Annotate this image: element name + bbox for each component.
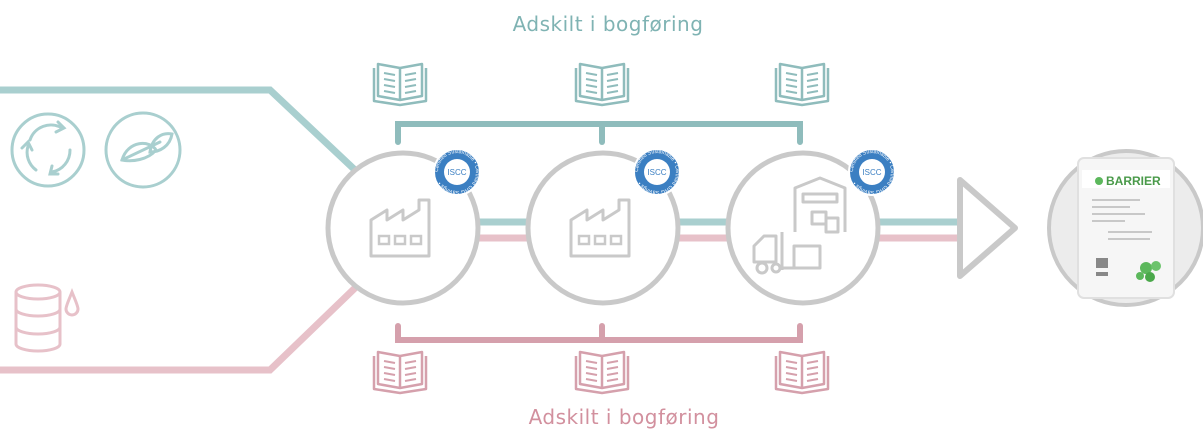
station-1-circle <box>325 150 481 306</box>
bottom-label: Adskilt i bogføring <box>528 405 720 429</box>
teal-input-line <box>0 86 359 174</box>
warehouse-forklift-icon <box>752 176 847 275</box>
recycle-icon <box>10 112 86 188</box>
station-2-circle <box>525 150 681 306</box>
iscc-badge: Certified Sustainable • Certified GHG Sa… <box>848 148 896 196</box>
flow-arrow-icon <box>957 177 1018 279</box>
book-icon <box>372 62 428 107</box>
pink-ledger-bracket <box>395 323 803 343</box>
flow-connectors <box>478 218 960 242</box>
iscc-badge: Certified Sustainable • Certified GHG Sa… <box>433 148 481 196</box>
product-image: BARRIER <box>1047 149 1203 307</box>
oil-barrel-icon <box>14 283 62 353</box>
product-brand: BARRIER <box>1106 174 1161 188</box>
pink-input-line <box>0 284 359 374</box>
badge-center-text: ISCC <box>447 168 466 177</box>
top-label: Adskilt i bogføring <box>512 12 704 36</box>
book-icon <box>574 62 630 107</box>
book-icon <box>574 350 630 395</box>
leaf-icon <box>104 111 182 189</box>
oil-drop-icon <box>64 287 80 317</box>
badge-center-text: ISCC <box>862 168 881 177</box>
book-icon <box>774 62 830 107</box>
iscc-badge: Certified Sustainable • Certified GHG Sa… <box>633 148 681 196</box>
book-icon <box>774 350 830 395</box>
book-icon <box>372 350 428 395</box>
badge-center-text: ISCC <box>647 168 666 177</box>
teal-ledger-bracket <box>395 121 803 145</box>
